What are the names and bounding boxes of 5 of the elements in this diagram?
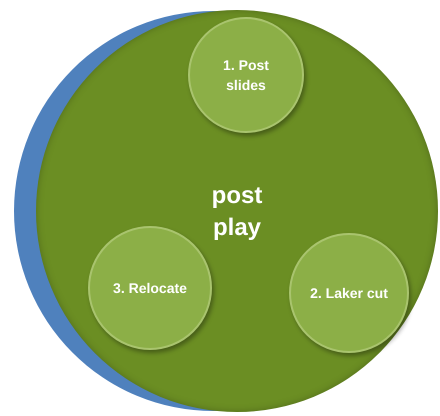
step-label: 1. Post slides [222, 56, 270, 95]
step-label: 3. Relocate [112, 279, 188, 298]
center-label: post play [210, 181, 264, 243]
step-label: 2. Laker cut [309, 284, 389, 303]
step-circle [188, 17, 304, 133]
